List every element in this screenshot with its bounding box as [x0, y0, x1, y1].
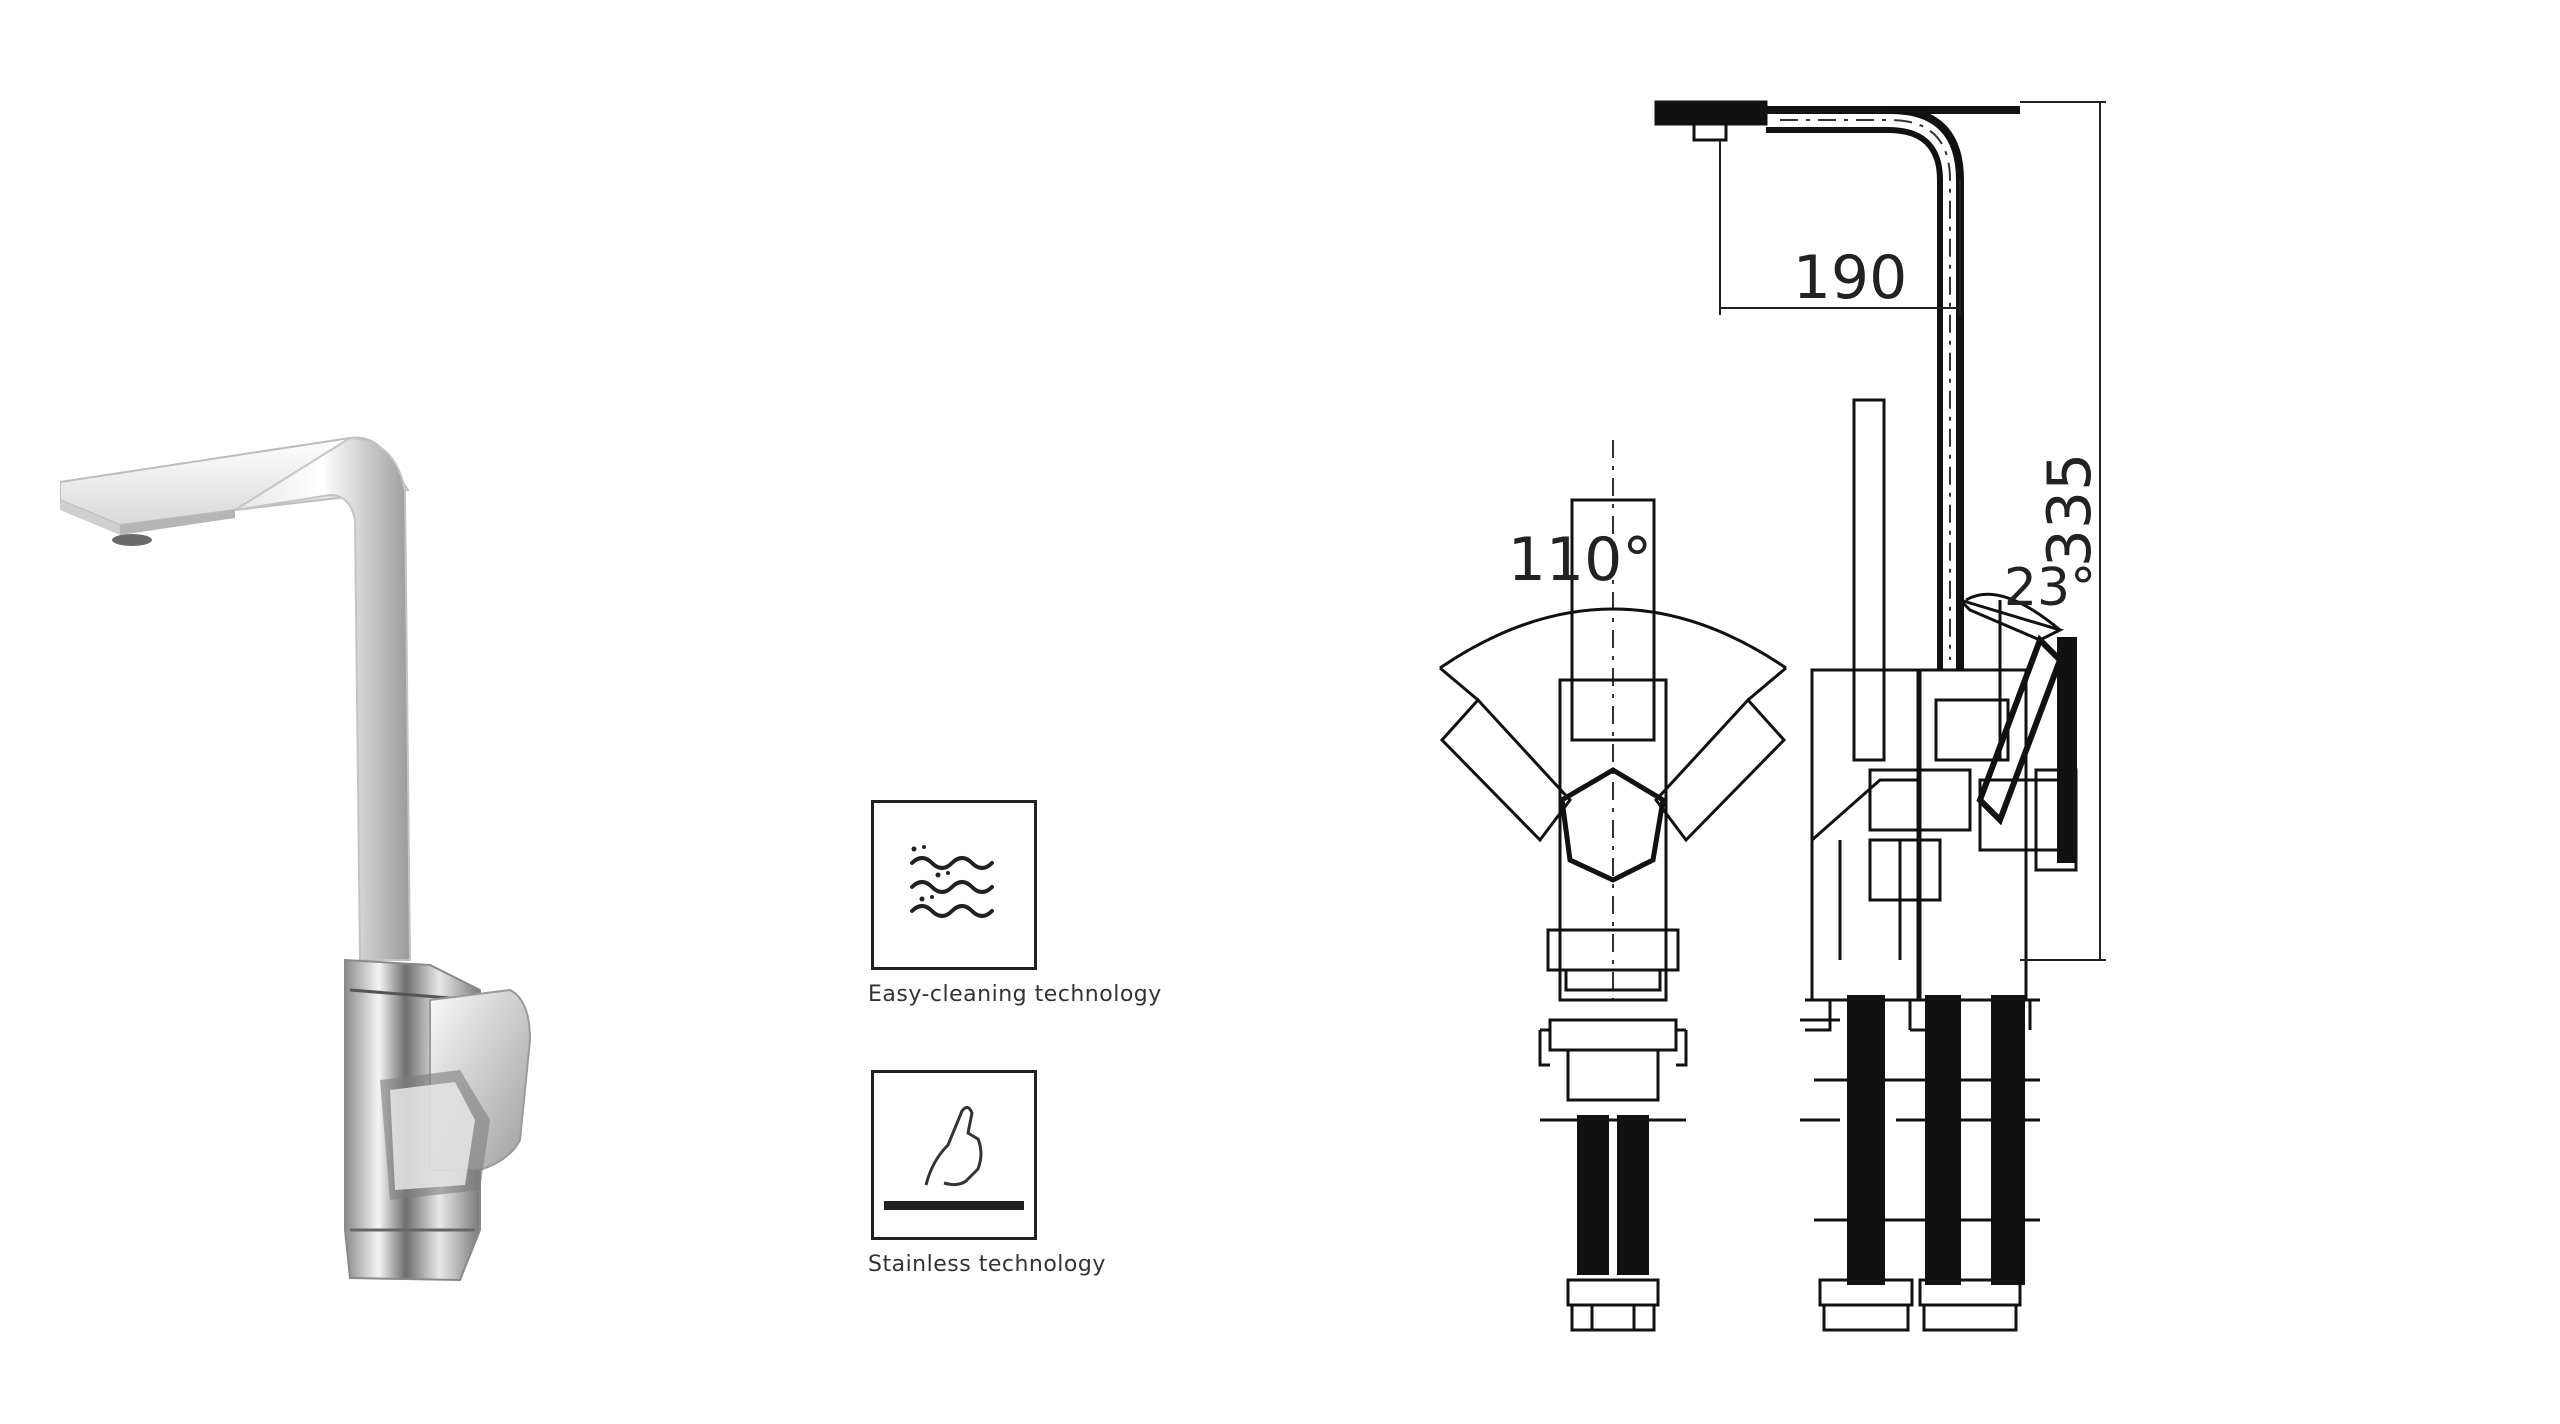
dimension-lines	[1719, 101, 2106, 961]
aerator	[112, 534, 152, 546]
dimension-335: 335	[2035, 453, 2105, 568]
dimension-110-degrees: 110°	[1508, 525, 1653, 595]
profile-view	[1654, 100, 2078, 1332]
dimension-23-degrees: 23°	[2004, 558, 2096, 618]
neck	[234, 436, 412, 961]
feature-caption-stainless: Stainless technology	[868, 1252, 1106, 1277]
dimension-190: 190	[1793, 243, 1908, 313]
feature-box-easy-cleaning	[871, 800, 1037, 970]
feature-caption-easy-cleaning: Easy-cleaning technology	[868, 982, 1162, 1007]
front-view	[1439, 440, 1787, 1332]
technical-drawing: 190 335 110° 23°	[1439, 100, 2106, 1332]
feature-box-stainless	[871, 1070, 1037, 1240]
hand-touch-icon	[884, 1106, 1024, 1210]
water-waves-icon	[910, 845, 994, 918]
faucet-photo	[60, 436, 532, 1282]
